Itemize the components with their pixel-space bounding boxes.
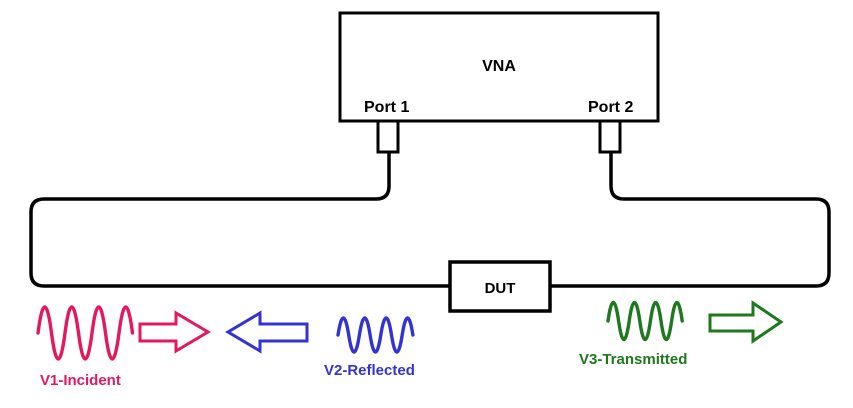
port1-cable — [29, 151, 449, 288]
vna-label: VNA — [482, 58, 516, 75]
port1-label: Port 1 — [364, 99, 409, 116]
incident-wave — [36, 305, 135, 361]
reflected-label: V2-Reflected — [324, 362, 415, 379]
vna-box — [338, 11, 660, 123]
dut-box — [448, 260, 552, 313]
port1-connector — [376, 119, 400, 154]
incident-arrow-right-icon — [138, 310, 211, 354]
reflected-wave — [336, 316, 415, 354]
port2-cable — [551, 151, 831, 288]
dut-label: DUT — [485, 280, 516, 297]
transmitted-label: V3-Transmitted — [579, 351, 687, 368]
port2-label: Port 2 — [588, 99, 633, 116]
incident-label: V1-Incident — [40, 372, 121, 389]
port2-connector — [598, 119, 622, 154]
reflected-arrow-left-icon — [225, 310, 309, 354]
transmitted-arrow-right-icon — [708, 300, 784, 344]
transmitted-wave — [606, 300, 684, 342]
